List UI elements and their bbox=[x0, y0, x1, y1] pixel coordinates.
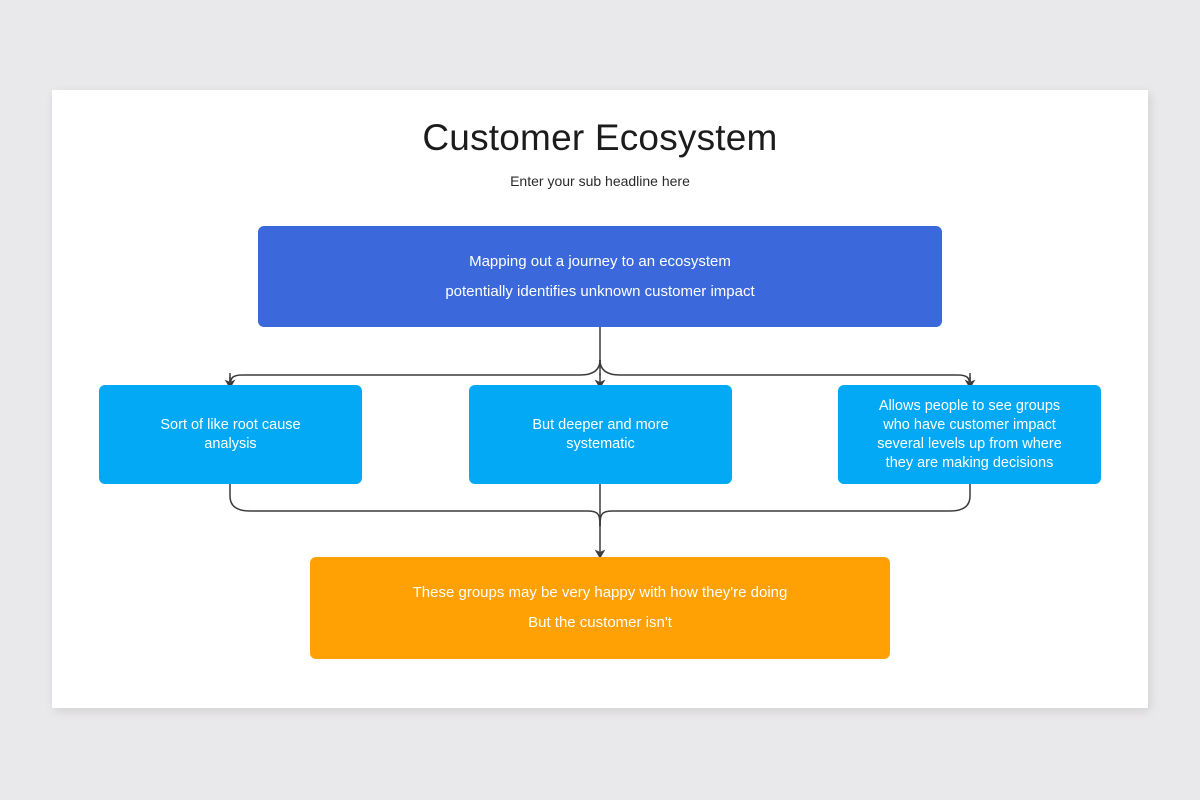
node-branch-3-line-1: Allows people to see groups bbox=[878, 397, 1061, 414]
node-branch-3[interactable]: Allows people to see groups who have cus… bbox=[838, 385, 1101, 484]
node-outcome[interactable]: These groups may be very happy with how … bbox=[310, 557, 890, 659]
node-branch-2[interactable]: But deeper and more systematic bbox=[469, 385, 732, 484]
node-root-line-2: potentially identifies unknown customer … bbox=[445, 282, 755, 300]
node-branch-2-line-2: systematic bbox=[566, 435, 635, 452]
page-title: Customer Ecosystem bbox=[422, 117, 778, 158]
node-branch-3-line-4: they are making decisions bbox=[885, 454, 1054, 471]
connector-branch-3-to-outcome bbox=[599, 484, 971, 527]
node-branch-1-line-1: Sort of like root cause bbox=[160, 416, 301, 433]
node-branch-3-line-3: several levels up from where bbox=[877, 435, 1062, 452]
node-outcome-line-1: These groups may be very happy with how … bbox=[412, 584, 788, 601]
node-branch-1-line-2: analysis bbox=[204, 435, 257, 452]
node-root[interactable]: Mapping out a journey to an ecosystem po… bbox=[258, 226, 942, 327]
node-branch-3-line-2: who have customer impact bbox=[883, 416, 1056, 433]
node-branch-1[interactable]: Sort of like root cause analysis bbox=[99, 385, 362, 484]
node-root-line-1: Mapping out a journey to an ecosystem bbox=[469, 252, 731, 270]
node-outcome-line-2: But the customer isn't bbox=[528, 614, 672, 631]
slide-card: Customer Ecosystem Enter your sub headli… bbox=[52, 90, 1148, 708]
page-subtitle: Enter your sub headline here bbox=[510, 173, 690, 189]
node-branch-2-line-1: But deeper and more bbox=[532, 416, 669, 433]
connector-branch-1-to-outcome bbox=[229, 484, 601, 527]
